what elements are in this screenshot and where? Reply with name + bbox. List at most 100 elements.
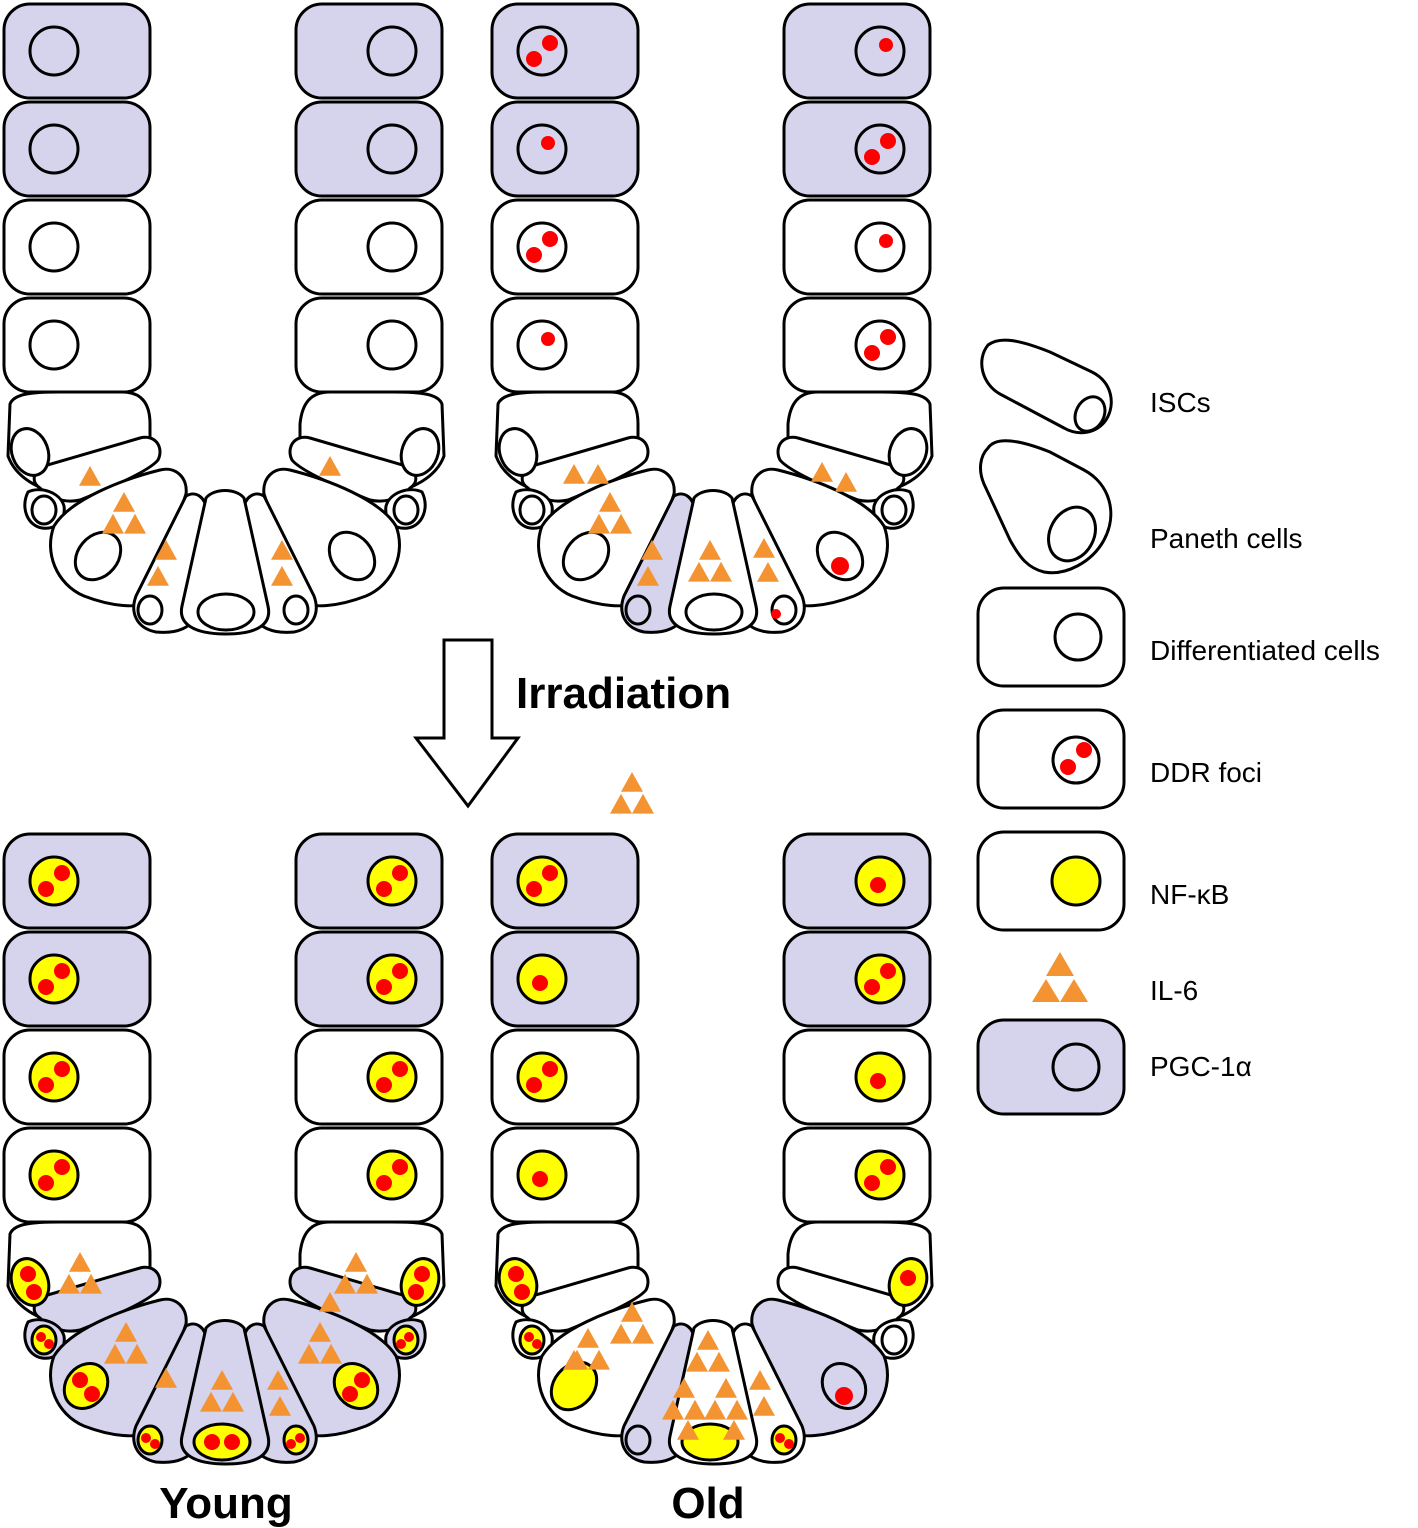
ddr-focus bbox=[54, 963, 70, 979]
nucleus bbox=[854, 1149, 906, 1201]
il6-triangle bbox=[677, 1420, 699, 1440]
ddr-focus bbox=[541, 136, 555, 150]
il6-triangle bbox=[356, 1273, 378, 1294]
il6-triangle bbox=[271, 540, 293, 560]
differentiated-cell bbox=[782, 1126, 932, 1224]
il6-triangle bbox=[271, 566, 293, 586]
nucleus bbox=[28, 953, 80, 1005]
nucleus bbox=[516, 221, 568, 273]
ddr-focus bbox=[831, 557, 849, 575]
ddr-focus bbox=[404, 1332, 414, 1342]
ddr-focus bbox=[526, 1077, 542, 1093]
ddr-focus bbox=[376, 979, 392, 995]
il6-triangle bbox=[699, 540, 721, 560]
ddr-focus bbox=[54, 1159, 70, 1175]
differentiated-cell bbox=[782, 198, 932, 296]
ddr-focus bbox=[376, 1175, 392, 1191]
nucleus bbox=[680, 1422, 740, 1462]
ddr-focus bbox=[542, 231, 558, 247]
ddr-focus bbox=[392, 1061, 408, 1077]
crypt-bottom-right bbox=[490, 772, 934, 1466]
differentiated-cell bbox=[2, 1126, 152, 1224]
young-label: Young bbox=[159, 1479, 293, 1528]
ddr-focus bbox=[376, 881, 392, 897]
il6-triangle bbox=[688, 561, 710, 582]
ddr-focus bbox=[408, 1284, 424, 1300]
nucleus bbox=[366, 319, 418, 371]
nucleus bbox=[282, 594, 310, 626]
il6-triangle bbox=[222, 1391, 244, 1412]
ddr-focus bbox=[224, 1434, 240, 1450]
il6-triangle bbox=[113, 492, 135, 512]
il6-triangle bbox=[811, 462, 833, 482]
ddr-focus bbox=[880, 133, 896, 149]
ddr-focus bbox=[526, 247, 542, 263]
differentiated-cell-icon bbox=[976, 586, 1126, 688]
nucleus bbox=[366, 1051, 418, 1103]
nucleus bbox=[684, 592, 744, 632]
il6-triangle bbox=[723, 1420, 745, 1440]
il6-triangle bbox=[686, 1351, 708, 1372]
il6-triangle bbox=[58, 1273, 80, 1294]
nucleus bbox=[516, 1051, 568, 1103]
legend-label-nfkb: NF-κB bbox=[1150, 879, 1229, 910]
differentiated-cell bbox=[2, 832, 152, 930]
ddr-focus bbox=[835, 1387, 853, 1405]
irradiation-arrow bbox=[412, 638, 521, 809]
il6-triangle bbox=[753, 538, 775, 558]
il6-triangle bbox=[104, 1343, 126, 1364]
nucleus bbox=[624, 594, 652, 626]
il6-triangle bbox=[345, 1252, 367, 1272]
nucleus bbox=[366, 953, 418, 1005]
ddr-focus bbox=[775, 1433, 785, 1443]
nucleus bbox=[30, 494, 58, 526]
il6-icon bbox=[1032, 952, 1088, 1002]
ddr-focus bbox=[879, 234, 893, 248]
irradiation-label: Irradiation bbox=[516, 669, 731, 718]
nucleus bbox=[366, 123, 418, 175]
il6-triangle bbox=[588, 1349, 610, 1370]
differentiated-cell bbox=[294, 198, 444, 296]
differentiated-cell bbox=[782, 832, 932, 930]
nucleus bbox=[136, 594, 164, 626]
paneth-cell-icon bbox=[979, 439, 1113, 575]
nucleus bbox=[854, 123, 906, 175]
differentiated-cell bbox=[490, 198, 640, 296]
crypt-bottom-left bbox=[2, 832, 446, 1466]
nucleus bbox=[28, 123, 80, 175]
old-label: Old bbox=[671, 1479, 744, 1528]
il6-triangle bbox=[79, 466, 101, 486]
il6-triangle bbox=[599, 492, 621, 512]
ddr-focus bbox=[392, 1159, 408, 1175]
il6-triangle bbox=[309, 1322, 331, 1342]
il6-triangle bbox=[147, 566, 169, 586]
il6-triangle bbox=[704, 1399, 726, 1420]
ddr-focus bbox=[526, 51, 542, 67]
nucleus bbox=[28, 855, 80, 907]
nucleus bbox=[28, 1149, 80, 1201]
differentiated-cell bbox=[2, 296, 152, 394]
il6-triangle bbox=[697, 1330, 719, 1350]
il6-triangle bbox=[673, 1378, 695, 1398]
ddr-focus bbox=[541, 332, 555, 346]
nucleus bbox=[28, 221, 80, 273]
ddr-focus bbox=[150, 1439, 160, 1449]
nucleus bbox=[887, 427, 929, 477]
il6-triangle bbox=[610, 513, 632, 534]
il6-triangle bbox=[319, 456, 341, 476]
differentiated-cell bbox=[294, 1126, 444, 1224]
nucleus bbox=[516, 25, 568, 77]
ddr-focus bbox=[900, 1270, 916, 1286]
il6-triangle bbox=[577, 1328, 599, 1348]
ddr-focus bbox=[864, 979, 880, 995]
ddr-focus bbox=[295, 1433, 305, 1443]
ddr-focus bbox=[532, 1339, 542, 1349]
differentiated-cell bbox=[2, 930, 152, 1028]
ddr-focus bbox=[84, 1386, 100, 1402]
il6-triangle bbox=[610, 1323, 632, 1344]
nucleus bbox=[854, 319, 906, 371]
ddr-focus bbox=[508, 1266, 524, 1282]
ddr-focus bbox=[342, 1386, 358, 1402]
differentiated-cell bbox=[2, 1028, 152, 1126]
il6-triangle bbox=[621, 1302, 643, 1322]
